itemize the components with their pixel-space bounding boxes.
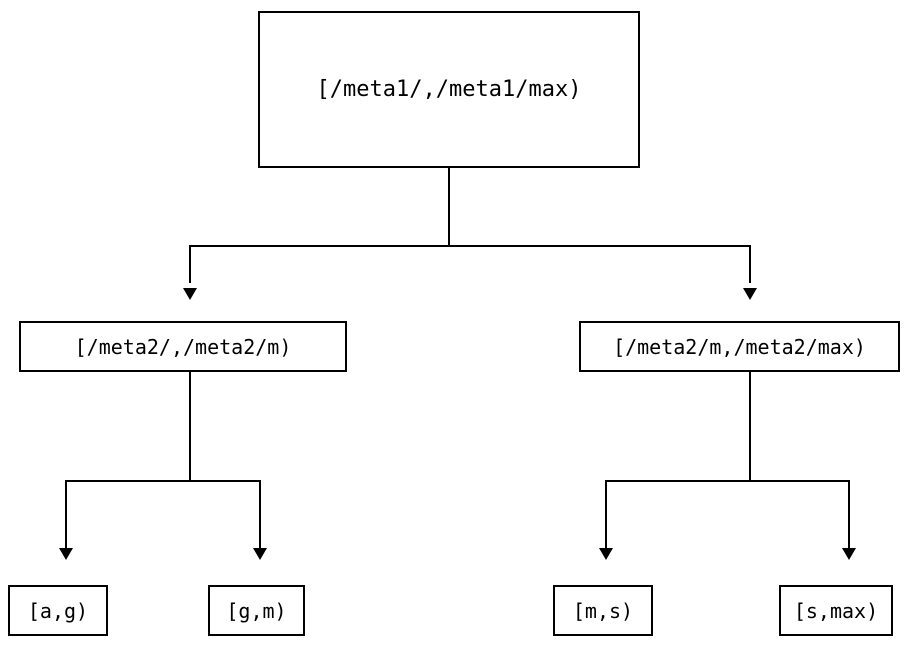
arrowhead-down-icon-mid-right [743,288,757,300]
node-leaf-2-label: [g,m) [226,598,287,623]
node-mid-left-label: [/meta2/,/meta2/m) [74,334,292,359]
edge-mid-right-stem [749,372,751,482]
edge-mid-right-to-leaf-4 [848,480,850,548]
node-leaf-3[interactable]: [m,s) [553,585,653,636]
node-mid-left[interactable]: [/meta2/,/meta2/m) [19,321,347,372]
node-mid-right-label: [/meta2/m,/meta2/max) [613,334,866,359]
edge-root-to-mid-right [749,245,751,283]
edge-root-to-mid-left [189,245,191,283]
node-leaf-3-label: [m,s) [572,598,634,623]
arrowhead-down-icon-leaf-2 [253,548,267,560]
edge-root-stem [448,168,450,247]
edge-mid-left-bus [65,480,261,482]
node-leaf-4-label: [s,max) [793,598,879,623]
arrowhead-down-icon-leaf-1 [59,548,73,560]
node-root-label: [/meta1/,/meta1/max) [316,76,582,102]
node-leaf-2[interactable]: [g,m) [208,585,305,636]
node-mid-right[interactable]: [/meta2/m,/meta2/max) [579,321,900,372]
edge-mid-right-bus [605,480,850,482]
edge-mid-left-stem [189,372,191,482]
node-leaf-1-label: [a,g) [27,598,89,623]
arrowhead-down-icon-mid-left [183,288,197,300]
arrowhead-down-icon-leaf-4 [842,548,856,560]
edge-mid-left-to-leaf-1 [65,480,67,548]
node-root[interactable]: [/meta1/,/meta1/max) [258,11,640,168]
edge-mid-right-to-leaf-3 [605,480,607,548]
node-leaf-4[interactable]: [s,max) [779,585,893,636]
node-leaf-1[interactable]: [a,g) [8,585,108,636]
edge-mid-left-to-leaf-2 [259,480,261,548]
edge-root-bus [190,245,750,247]
arrowhead-down-icon-leaf-3 [599,548,613,560]
